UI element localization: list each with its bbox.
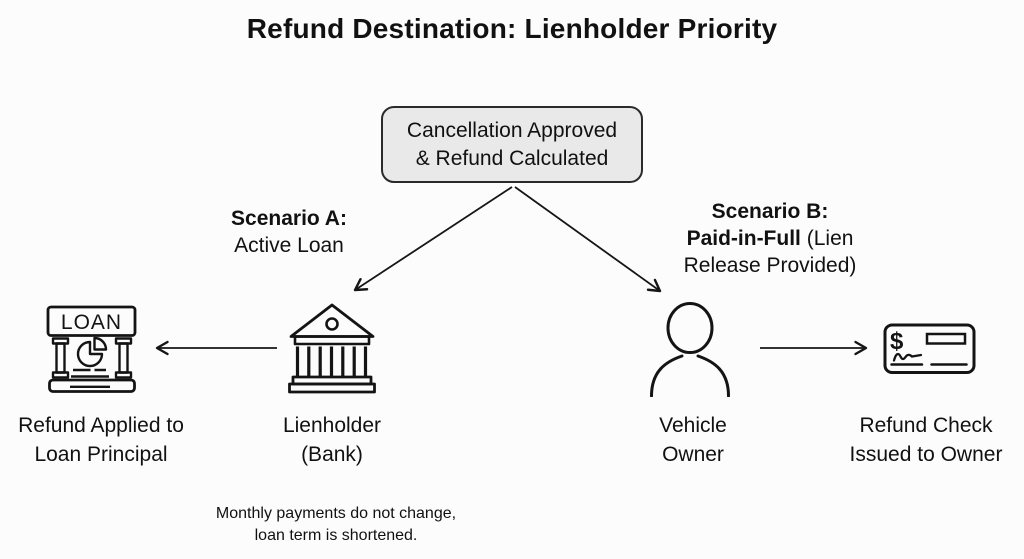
branch-a-arrow (353, 186, 513, 292)
dollar-sign-icon: $ (890, 328, 904, 355)
lienholder-label: Lienholder (Bank) (222, 411, 442, 469)
page-title: Refund Destination: Lienholder Priority (246, 13, 778, 44)
branch-b-arrow (514, 186, 662, 293)
refund-check-label-line1: Refund Check (859, 414, 993, 437)
root-box: Cancellation Approved & Refund Calculate… (381, 106, 643, 183)
loan-principal-label: Refund Applied to Loan Principal (0, 411, 211, 469)
lienholder-label-line2: (Bank) (301, 443, 363, 466)
scenario-b-line2: Paid-in-Full (Lien (645, 225, 895, 252)
refund-check-label-line2: Issued to Owner (849, 443, 1003, 466)
scenario-b-label: Scenario B: Paid-in-Full (Lien Release P… (645, 198, 895, 279)
scenario-b-line2-bold: Paid-in-Full (686, 227, 801, 250)
scenario-b-line2-regular: (Lien (800, 227, 854, 250)
root-box-line2: & Refund Calculated (415, 146, 609, 170)
loan-principal-label-line2: Loan Principal (34, 443, 168, 466)
check-icon: $ (883, 323, 976, 374)
loan-building-icon: LOAN (46, 305, 137, 393)
footnote-line1: Monthly payments do not change, (215, 505, 457, 522)
scenario-a-subtitle: Active Loan (234, 234, 344, 257)
loan-sign-text: LOAN (61, 311, 122, 334)
scenario-b-title: Scenario B: (711, 200, 829, 223)
scenario-a-title: Scenario A: (231, 207, 347, 230)
vehicle-owner-label-line2: Owner (662, 443, 724, 466)
lienholder-label-line1: Lienholder (282, 414, 382, 437)
loan-principal-label-line1: Refund Applied to (18, 414, 184, 437)
scenario-a-label: Scenario A: Active Loan (179, 205, 399, 259)
bank-icon (288, 303, 376, 394)
footnote-line2: loan term is shortened. (254, 527, 418, 544)
root-box-line1: Cancellation Approved (406, 118, 618, 142)
vehicle-owner-label: Vehicle Owner (583, 411, 803, 469)
signature-squiggle (892, 352, 923, 362)
refund-check-label: Refund Check Issued to Owner (816, 411, 1024, 469)
vehicle-owner-label-line1: Vehicle (659, 414, 727, 437)
footnote: Monthly payments do not change, loan ter… (176, 503, 496, 547)
pie-chart-icon (76, 340, 104, 368)
person-icon (650, 302, 730, 397)
scenario-b-line3: Release Provided) (683, 254, 857, 277)
